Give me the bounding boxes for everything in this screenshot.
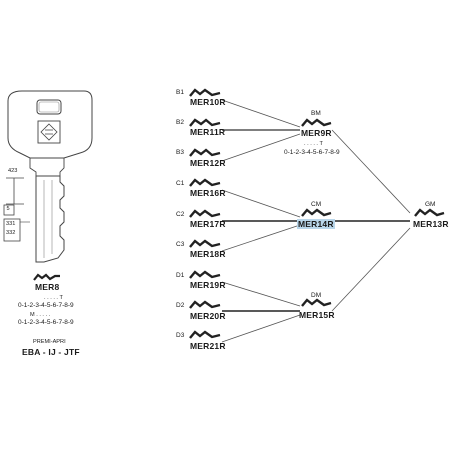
blank-digits-2: 0-1-2-3-4-5-6-7-8-9 (18, 319, 74, 326)
note-brands: EBA - IJ - JTF (22, 347, 80, 357)
code-c1: MER16R (190, 188, 226, 198)
label-dm: DM (311, 292, 322, 299)
profile-b1 (189, 88, 221, 97)
code-d2: MER20R (190, 311, 226, 321)
num-box-label: 5 (6, 206, 10, 212)
note-premi-apri: PREMI-APRI (33, 339, 66, 345)
blank-code: MER8 (35, 282, 60, 292)
bm-digits: 0-1-2-3-4-5-6-7-8-9 (284, 149, 340, 156)
bm-line-t: . . . . . T (304, 141, 323, 147)
blank-digits-1: 0-1-2-3-4-5-6-7-8-9 (18, 302, 74, 309)
code-dm: MER15R (299, 310, 335, 320)
num-b1: B1 (176, 89, 184, 96)
num-b3: B3 (176, 149, 184, 156)
blank-line-t: . . . . . T (44, 295, 63, 301)
profile-c3 (189, 239, 221, 248)
num-d3: D3 (176, 332, 185, 339)
code-cm-highlight: MER14R (297, 219, 335, 229)
num-c2: C2 (176, 211, 185, 218)
side-bottom-label: 332 (6, 230, 16, 236)
num-c1: C1 (176, 180, 185, 187)
code-c2: MER17R (190, 219, 226, 229)
code-c3: MER18R (190, 249, 226, 259)
label-bm: BM (311, 110, 321, 117)
profile-d1 (189, 270, 221, 279)
num-d1: D1 (176, 272, 185, 279)
code-b3: MER12R (190, 158, 226, 168)
side-top-label: 331 (6, 221, 16, 227)
label-gm: GM (425, 201, 436, 208)
code-cm: MER14R (297, 219, 335, 229)
profile-c2 (189, 209, 221, 218)
profile-gm (414, 208, 445, 217)
code-d1: MER19R (190, 280, 226, 290)
code-b2: MER11R (190, 127, 226, 137)
profile-d3 (189, 330, 221, 339)
label-cm: CM (311, 201, 322, 208)
num-c3: C3 (176, 241, 185, 248)
blank-line-m: M . . . . . (30, 312, 51, 318)
profile-d2 (189, 300, 221, 309)
code-gm: MER13R (413, 219, 449, 229)
code-b1: MER10R (190, 97, 226, 107)
code-d3: MER21R (190, 341, 226, 351)
profile-c1 (189, 178, 221, 187)
profile-b2 (189, 118, 221, 127)
profile-dm (301, 298, 332, 307)
num-d2: D2 (176, 302, 185, 309)
profile-cm (301, 208, 332, 217)
code-bm: MER9R (301, 128, 332, 138)
cut-size-label: 423 (8, 168, 18, 174)
num-b2: B2 (176, 119, 184, 126)
profile-b3 (189, 148, 221, 157)
profile-bm (301, 118, 332, 127)
